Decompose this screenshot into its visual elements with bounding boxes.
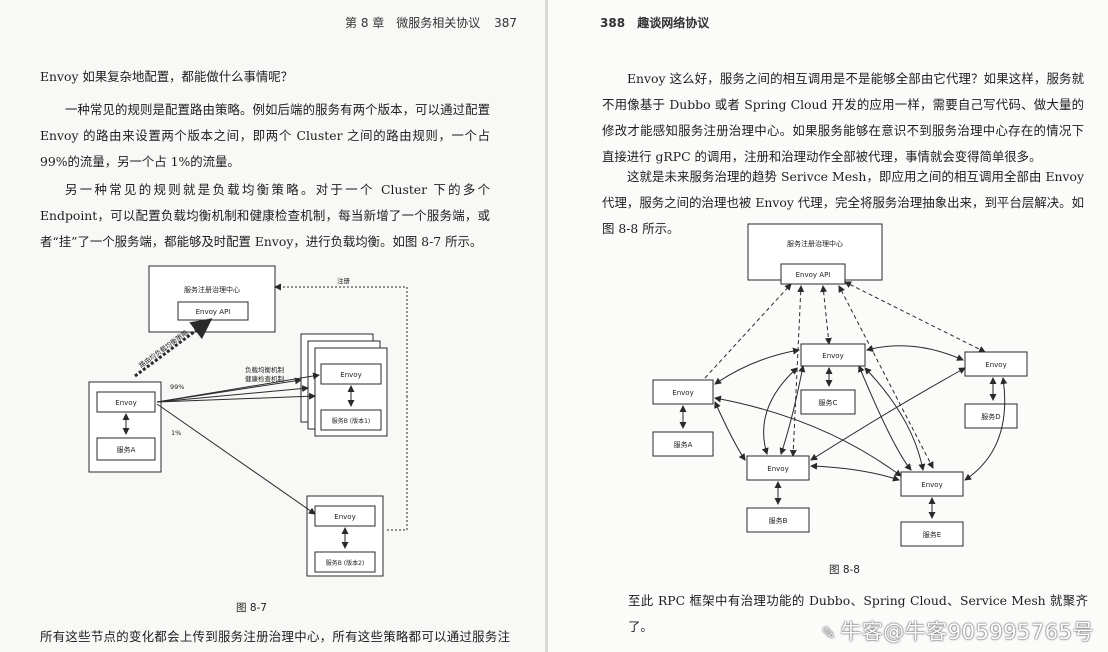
service-b-label: 服务B [769,516,788,525]
paragraph: 所有这些节点的变化都会上传到服务注册治理中心，所有这些策略都可以通过服务注册治 [40,629,510,644]
envoy-label: Envoy [767,465,788,473]
figure-caption: 图 8-7 [236,602,267,614]
paragraph: Envoy 如果复杂地配置，都能做什么事情呢？ [40,69,294,84]
policy-arrow [134,318,213,378]
registry-label: 服务注册治理中心 [787,239,843,248]
envoy-label: Envoy [672,389,693,397]
register-line [274,283,408,396]
right-page: 388 趣谈网络协议 Envoy 这么好，服务之间的相互调用是不是能够全部由它代… [548,0,1108,652]
chapter-header: 388 趣谈网络协议 [600,14,709,31]
chapter-title: 第 8 章 微服务相关协议 [345,16,481,30]
envoy-label: Envoy [334,513,355,521]
watermark: ✎牛客@牛客905995765号 [822,616,1095,646]
page-gutter [545,0,548,652]
service-b-v1-stack: Envoy 服务B (版本1) [300,333,388,437]
envoy-b-node: Envoy 服务B [746,455,810,533]
figure-caption: 图 8-8 [829,564,860,576]
service-e-label: 服务E [923,530,941,539]
envoy-label: Envoy [822,352,843,360]
registry-node: 服务注册治理中心 Envoy API [747,223,883,285]
service-b-v1-label: 服务B (版本1) [332,417,371,425]
chapter-header: 第 8 章 微服务相关协议 387 [345,14,517,31]
envoy-c-node: Envoy 服务C [800,343,866,415]
service-b-v2-group: Envoy 服务B (版本2) [306,495,384,577]
registry-label: 服务注册治理中心 [184,285,240,294]
watermark-icon: ✎ [821,624,837,644]
book-title: 趣谈网络协议 [637,16,710,30]
page-number: 387 [494,16,517,30]
lb-label-2: 健康检查机制 [245,374,285,383]
pct-99-label: 99% [170,383,184,391]
envoy-label: Envoy [115,399,136,407]
envoy-api-label: Envoy API [196,308,231,316]
paragraph: 这就是未来服务治理的趋势 Serivce Mesh，即应用之间的相互调用全部由 … [602,169,1084,236]
envoy-api-label: Envoy API [796,271,831,279]
page-number: 388 [600,16,626,30]
envoy-a-group: Envoy 服务A [88,381,162,473]
register-label: 注册 [337,276,351,285]
paragraph: 另一种常见的规则就是负载均衡策略。对于一个 Cluster 下的多个 Endpo… [40,182,490,249]
service-b-v2-label: 服务B (版本2) [326,559,365,567]
envoy-e-node: Envoy 服务E [900,471,964,547]
envoy-d-node: Envoy 服务D [964,351,1028,429]
figure-8-8: 服务注册治理中心 Envoy API Envoy 服务A Envoy 服务C [652,223,1028,547]
envoy-a-node: Envoy 服务A [652,379,714,457]
figure-8-7: 服务注册治理中心 Envoy API 注册 路由均负载均衡策略 Envoy 服务… [88,265,408,577]
paragraph: 至此 RPC 框架中有治理功能的 Dubbo、Spring Cloud、Serv… [628,593,1088,634]
paragraph: Envoy 这么好，服务之间的相互调用是不是能够全部由它代理？如果这样，服务就不… [602,71,1084,164]
envoy-label: Envoy [340,371,361,379]
route-lb-label: 路由均负载均衡策略 [137,328,190,370]
paragraph: 一种常见的规则是配置路由策略。例如后端的服务有两个版本，可以通过配置 Envoy… [40,102,490,169]
lb-label-1: 负载均衡机制 [245,365,285,374]
register-line-v2 [385,396,408,531]
watermark-text: 牛客@牛客905995765号 [840,620,1094,644]
envoy-label: Envoy [985,361,1006,369]
registry-node: 服务注册治理中心 Envoy API [148,265,276,333]
envoy-label: Envoy [921,481,942,489]
pct-1-label: 1% [171,429,181,437]
left-page: 第 8 章 微服务相关协议 387 Envoy 如果复杂地配置，都能做什么事情呢… [0,0,545,652]
service-a-label: 服务A [674,440,693,449]
service-c-label: 服务C [819,398,838,407]
service-a-label: 服务A [117,445,136,454]
service-d-label: 服务D [981,412,1000,421]
